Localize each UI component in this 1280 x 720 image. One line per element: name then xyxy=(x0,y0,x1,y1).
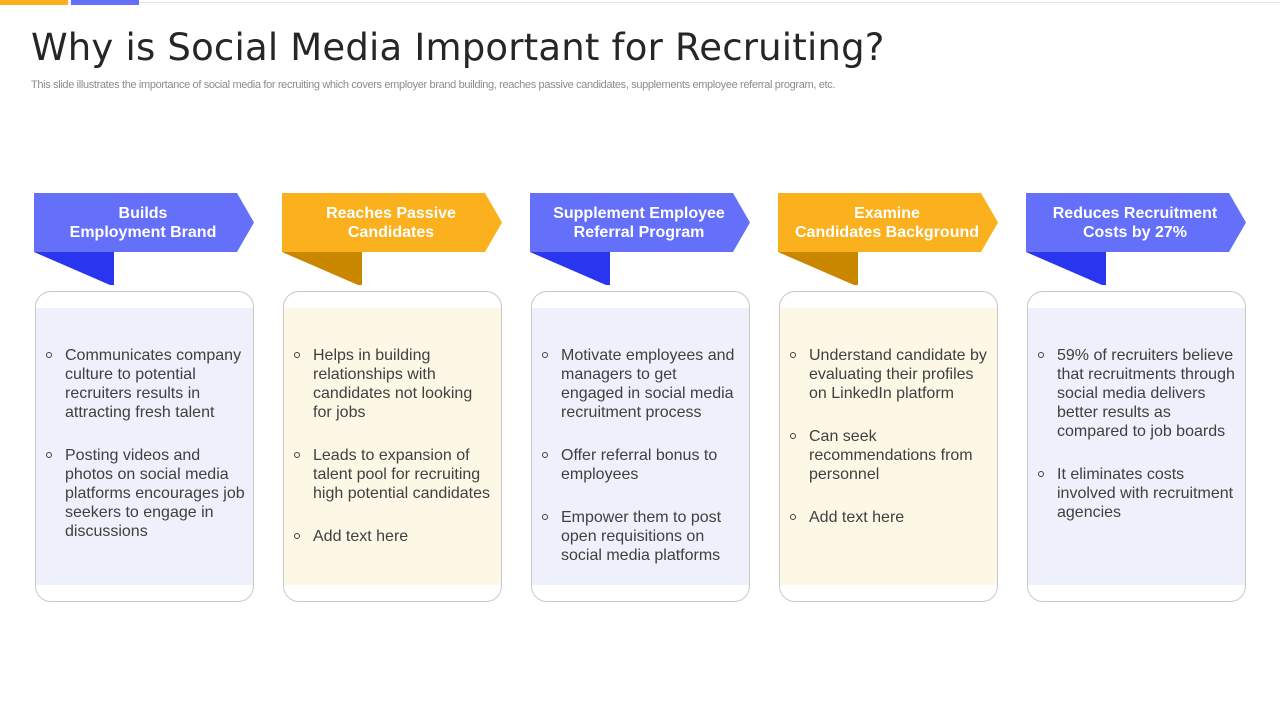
circle-bullet-icon xyxy=(790,433,796,439)
bullet-item: 59% of recruiters believe that recruitme… xyxy=(1038,346,1238,441)
banner-arrow-shape xyxy=(282,193,502,285)
bullet-list: Motivate employees and managers to get e… xyxy=(542,346,742,589)
bullet-item: Posting videos and photos on social medi… xyxy=(46,446,246,541)
banner-arrow-shape xyxy=(530,193,750,285)
bullet-item: Offer referral bonus to employees xyxy=(542,446,742,484)
column-banner: Examine Candidates Background xyxy=(778,193,998,285)
column-banner: Builds Employment Brand xyxy=(34,193,254,285)
bullet-text: Motivate employees and managers to get e… xyxy=(561,347,735,421)
bullet-text: Can seek recommendations from personnel xyxy=(809,428,973,483)
column-banner: Supplement Employee Referral Program xyxy=(530,193,750,285)
bullet-item: Leads to expansion of talent pool for re… xyxy=(294,446,494,503)
banner-fold-tab xyxy=(1026,252,1106,285)
circle-bullet-icon xyxy=(294,352,300,358)
top-accent-orange xyxy=(0,0,68,5)
banner-fold-tab xyxy=(530,252,610,285)
circle-bullet-icon xyxy=(790,352,796,358)
circle-bullet-icon xyxy=(46,352,52,358)
bullet-text: Leads to expansion of talent pool for re… xyxy=(313,447,491,502)
circle-bullet-icon xyxy=(294,533,300,539)
column-5: Reduces Recruitment Costs by 27% 59% of r… xyxy=(1026,193,1246,608)
bullet-item: Understand candidate by evaluating their… xyxy=(790,346,990,403)
banner-arrow-shape xyxy=(778,193,998,285)
bullet-item: Empower them to post open requisitions o… xyxy=(542,508,742,565)
bullet-item: Add text here xyxy=(294,527,494,546)
bullet-item: Can seek recommendations from personnel xyxy=(790,427,990,484)
banner-fold-tab xyxy=(778,252,858,285)
slide-title: Why is Social Media Important for Recrui… xyxy=(31,26,885,69)
banner-arrow xyxy=(282,193,502,252)
card-fill xyxy=(532,308,749,585)
column-card: Communicates company culture to potentia… xyxy=(35,291,254,602)
card-fill xyxy=(36,308,253,585)
column-card: Helps in building relationships with can… xyxy=(283,291,502,602)
card-fill xyxy=(284,308,501,585)
bullet-list: 59% of recruiters believe that recruitme… xyxy=(1038,346,1238,546)
bullet-text: Empower them to post open requisitions o… xyxy=(561,509,722,564)
card-fill xyxy=(780,308,997,585)
column-heading: Reduces Recruitment Costs by 27% xyxy=(1052,204,1218,241)
banner-fold-tab xyxy=(34,252,114,285)
column-heading: Examine Candidates Background xyxy=(794,204,980,241)
bullet-text: Communicates company culture to potentia… xyxy=(65,347,242,421)
banner-arrow-shape xyxy=(1026,193,1246,285)
banner-arrow-shape xyxy=(34,193,254,285)
column-heading: Builds Employment Brand xyxy=(69,204,217,241)
circle-bullet-icon xyxy=(46,452,52,458)
column-heading: Supplement Employee Referral Program xyxy=(553,204,725,241)
banner-fold-tab xyxy=(282,252,362,285)
column-card: Understand candidate by evaluating their… xyxy=(779,291,998,602)
banner-arrow xyxy=(1026,193,1246,252)
bullet-item: Add text here xyxy=(790,508,990,527)
banner-arrow xyxy=(34,193,254,252)
bullet-item: Motivate employees and managers to get e… xyxy=(542,346,742,422)
bullet-text: It eliminates costs involved with recrui… xyxy=(1057,466,1234,521)
bullet-item: It eliminates costs involved with recrui… xyxy=(1038,465,1238,522)
top-accent-blue xyxy=(71,0,139,5)
circle-bullet-icon xyxy=(542,352,548,358)
bullet-text: Add text here xyxy=(313,528,409,545)
column-banner: Reduces Recruitment Costs by 27% xyxy=(1026,193,1246,285)
circle-bullet-icon xyxy=(1038,471,1044,477)
bullet-list: Communicates company culture to potentia… xyxy=(46,346,246,565)
bullet-text: Understand candidate by evaluating their… xyxy=(809,347,987,402)
banner-arrow xyxy=(778,193,998,252)
card-fill xyxy=(1028,308,1245,585)
bullet-text: Add text here xyxy=(809,509,905,526)
banner-arrow xyxy=(530,193,750,252)
circle-bullet-icon xyxy=(1038,352,1044,358)
top-divider xyxy=(0,2,1280,3)
bullet-text: Posting videos and photos on social medi… xyxy=(65,447,245,540)
bullet-text: 59% of recruiters believe that recruitme… xyxy=(1057,347,1235,440)
bullet-item: Helps in building relationships with can… xyxy=(294,346,494,422)
circle-bullet-icon xyxy=(542,514,548,520)
bullet-text: Helps in building relationships with can… xyxy=(313,347,473,421)
bullet-list: Understand candidate by evaluating their… xyxy=(790,346,990,551)
column-banner: Reaches Passive Candidates xyxy=(282,193,502,285)
column-card: Motivate employees and managers to get e… xyxy=(531,291,750,602)
circle-bullet-icon xyxy=(294,452,300,458)
slide-subtitle: This slide illustrates the importance of… xyxy=(31,79,836,91)
bullet-text: Offer referral bonus to employees xyxy=(561,447,718,483)
column-heading: Reaches Passive Candidates xyxy=(326,204,456,241)
column-card: 59% of recruiters believe that recruitme… xyxy=(1027,291,1246,602)
circle-bullet-icon xyxy=(542,452,548,458)
bullet-item: Communicates company culture to potentia… xyxy=(46,346,246,422)
bullet-list: Helps in building relationships with can… xyxy=(294,346,494,570)
circle-bullet-icon xyxy=(790,514,796,520)
